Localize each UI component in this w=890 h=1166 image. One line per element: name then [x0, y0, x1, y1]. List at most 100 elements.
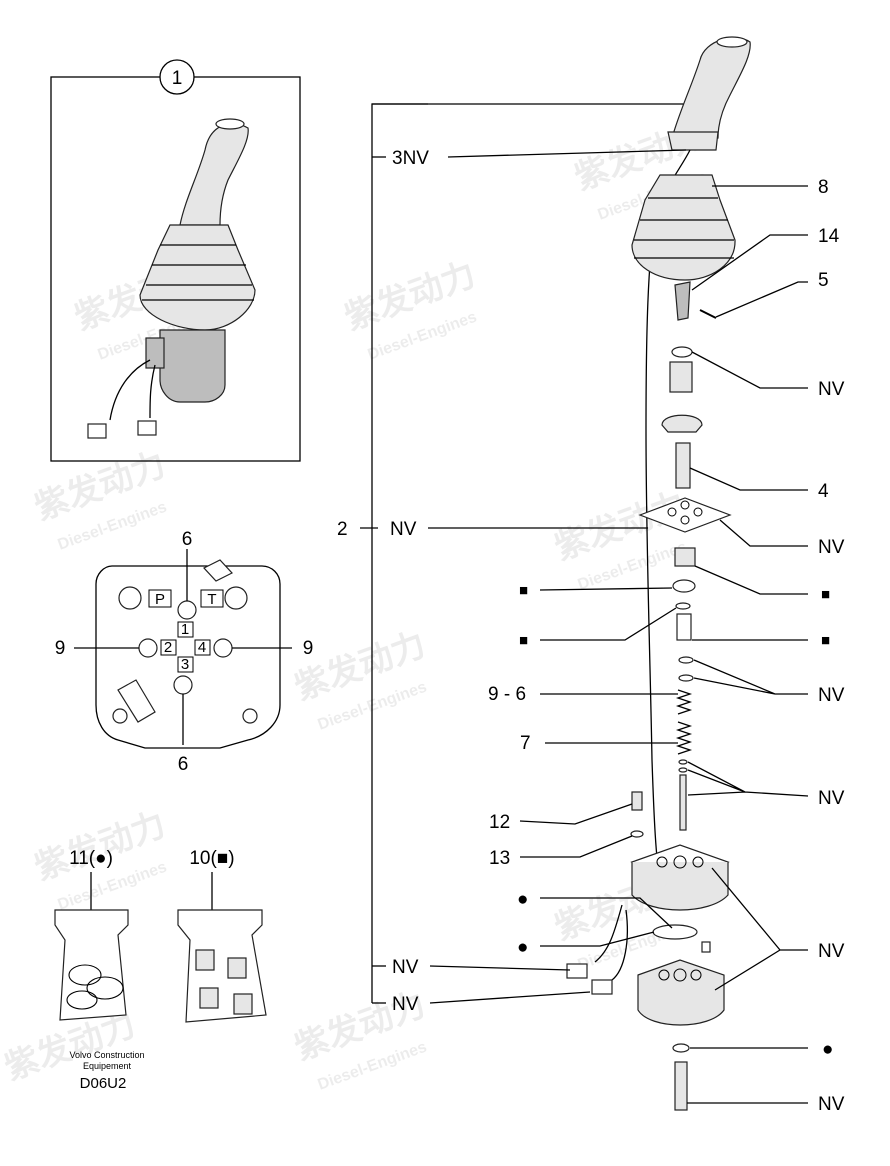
- kit-b-bag: [177, 909, 267, 1023]
- leader-line: [693, 659, 808, 695]
- callout-7: 7: [520, 733, 531, 754]
- position-1-box: [177, 621, 194, 638]
- plate: [638, 497, 732, 533]
- o-ring: [672, 1043, 690, 1053]
- leader-line: [540, 607, 677, 641]
- kit-a-bag: [54, 909, 129, 1021]
- bushing: [669, 361, 693, 393]
- leader-line: [540, 931, 655, 947]
- housing-hole: [692, 856, 704, 868]
- kit-a-label: 11(●): [69, 848, 113, 869]
- position-4-label: 4: [198, 639, 206, 656]
- connector: [566, 963, 588, 979]
- valve-side-block: [145, 337, 165, 369]
- callout-14: 14: [818, 226, 840, 247]
- washer-13: [630, 830, 644, 838]
- flange-tab: [117, 679, 156, 723]
- plunger-4: [675, 442, 691, 489]
- position-3-box: [177, 656, 194, 673]
- valve-body: [159, 329, 226, 403]
- port-t-label: T: [207, 591, 216, 608]
- plug-icon: [195, 949, 215, 971]
- washer: [678, 767, 688, 773]
- leader-line: [539, 587, 673, 591]
- leader-line: [447, 149, 687, 158]
- mounting-hole: [242, 708, 258, 724]
- callout-nv: NV: [818, 941, 845, 962]
- housing-hole: [690, 969, 702, 981]
- stem: [679, 774, 687, 831]
- seal: [652, 924, 698, 940]
- connector: [591, 979, 613, 995]
- callout-nv: NV: [818, 537, 845, 558]
- washer: [678, 656, 694, 664]
- port-label-right: 9: [303, 638, 314, 659]
- leader-line: [691, 234, 808, 291]
- callout-2: 2: [337, 519, 348, 540]
- o-ring: [675, 602, 691, 610]
- sleeve: [676, 613, 692, 641]
- callout-nv: NV: [390, 519, 417, 540]
- washer: [678, 759, 688, 765]
- position-2-box: [160, 639, 177, 656]
- o-ring-icon: [68, 964, 102, 986]
- footer-drawing-code: D06U2: [80, 1075, 127, 1092]
- handle-base: [667, 131, 719, 151]
- rubber-boot: [139, 224, 256, 331]
- port-1: [177, 600, 197, 620]
- callout-3nv: 3NV: [392, 148, 429, 169]
- bracket-line: [371, 103, 428, 1003]
- callout-12: 12: [489, 812, 510, 833]
- callout-13: 13: [489, 848, 510, 869]
- leader-line: [429, 991, 591, 1004]
- exploded-view: 3NV 8 14 5 NV 4 2 NV NV ■ ■ ■ ■ 9 - 6 NV…: [337, 36, 845, 1115]
- part-14: [674, 281, 691, 321]
- housing-hole: [673, 855, 687, 869]
- position-4-box: [194, 639, 211, 656]
- plate-hole: [693, 507, 703, 517]
- mounting-hole: [112, 708, 128, 724]
- callout-kit-square: ■: [821, 586, 830, 603]
- o-ring-icon: [86, 976, 124, 1000]
- leader-line: [691, 351, 808, 389]
- handle-cap: [716, 36, 748, 48]
- leader-line: [687, 761, 809, 797]
- o-ring-icon: [66, 990, 98, 1010]
- plug-icon: [233, 993, 253, 1015]
- port-t-box: [200, 589, 224, 608]
- leader-line: [715, 281, 808, 318]
- footer-brand-line1: Volvo Construction: [69, 1050, 144, 1060]
- handle: [671, 37, 751, 139]
- leader-line: [429, 965, 571, 971]
- port-4: [213, 638, 233, 658]
- plug-icon: [199, 987, 219, 1009]
- joystick-handle: [179, 123, 249, 226]
- leader-line: [540, 897, 673, 929]
- callout-nv: NV: [818, 685, 845, 706]
- callout-nv: NV: [818, 379, 845, 400]
- pin-5: [699, 309, 717, 319]
- kit-b-label: 10(■): [189, 848, 234, 869]
- port-3: [173, 675, 193, 695]
- port-p-label: P: [155, 591, 165, 608]
- spring-9-6: [675, 689, 693, 715]
- callout-8: 8: [818, 177, 829, 198]
- screw-12: [631, 791, 643, 811]
- boot-8: [631, 174, 736, 281]
- callout-9-6: 9 - 6: [488, 684, 526, 705]
- port-diagram: P T 1 2 3 4 6 6 9 9: [55, 529, 314, 775]
- inset-callout-label: 1: [172, 68, 183, 89]
- port-p-box: [148, 589, 172, 608]
- port-label-bottom: 6: [178, 754, 189, 775]
- leader-line: [711, 867, 808, 991]
- leader-line: [520, 835, 633, 858]
- housing-hole: [656, 856, 668, 868]
- boot-ribs: [142, 244, 254, 301]
- spring-7: [675, 721, 693, 755]
- assembly-inset: 1: [50, 59, 301, 462]
- callout-5: 5: [818, 270, 829, 291]
- callout-kit-dot: ●: [822, 1039, 833, 1060]
- o-ring: [672, 579, 696, 593]
- port-label-top: 6: [182, 529, 193, 550]
